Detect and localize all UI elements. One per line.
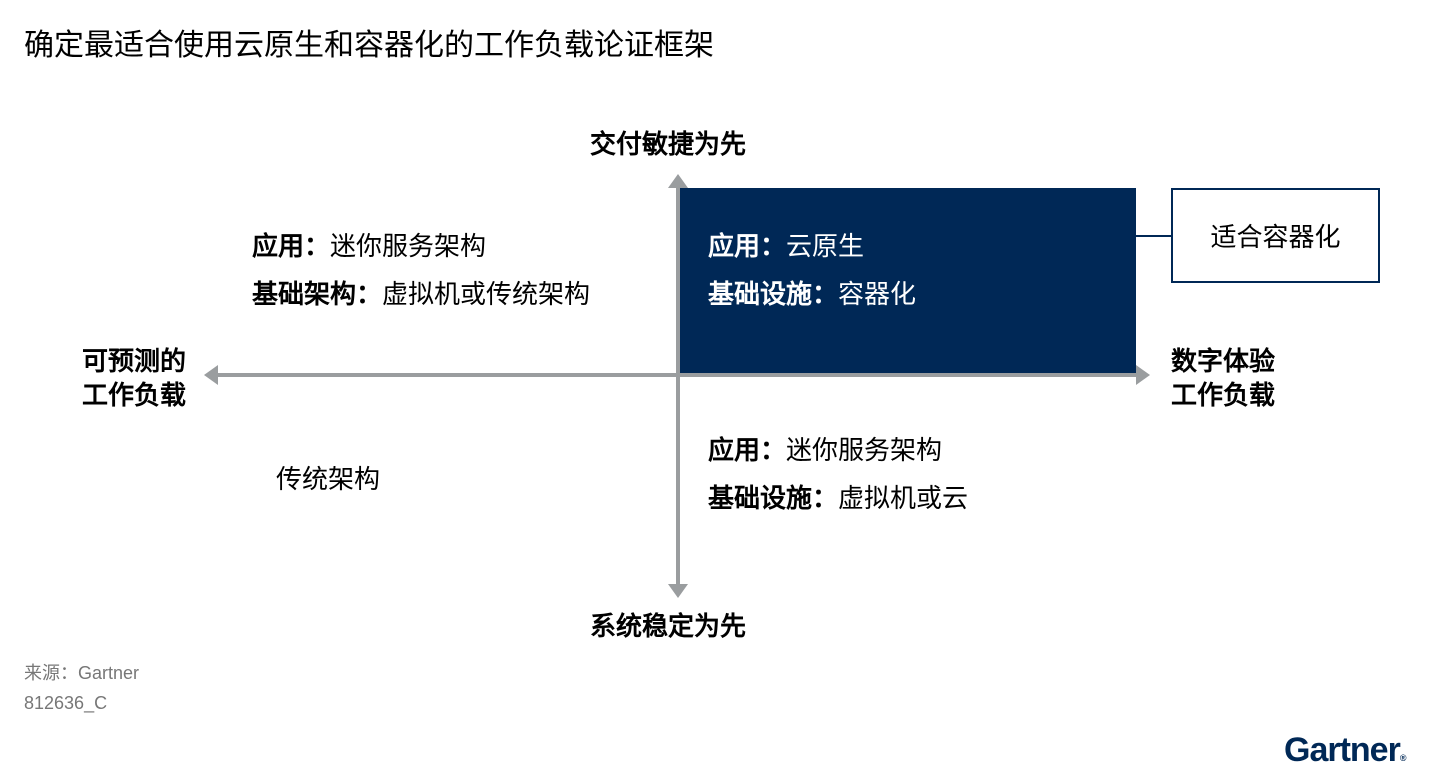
app-label: 应用： xyxy=(708,231,787,261)
axis-label-right: 数字体验 工作负载 xyxy=(1171,344,1275,412)
app-label: 应用： xyxy=(252,231,331,261)
infra-value: 虚拟机或云 xyxy=(838,483,969,513)
arrow-right-icon xyxy=(1136,365,1150,385)
infra-value: 虚拟机或传统架构 xyxy=(382,279,591,309)
axis-label-right-line1: 数字体验 xyxy=(1171,346,1276,376)
infra-label: 基础设施： xyxy=(708,483,839,513)
quadrant-bottom-right: 应用：迷你服务架构 基础设施：虚拟机或云 xyxy=(708,426,968,522)
quadrant-top-right: 应用：云原生 基础设施：容器化 xyxy=(708,222,916,318)
arrow-down-icon xyxy=(668,584,688,598)
callout-text: 适合容器化 xyxy=(1210,222,1341,252)
app-label: 应用： xyxy=(708,435,787,465)
highlight-quadrant xyxy=(678,188,1136,375)
axis-label-left: 可预测的 工作负载 xyxy=(82,344,186,412)
axis-label-right-line2: 工作负载 xyxy=(1171,380,1276,410)
app-value: 迷你服务架构 xyxy=(330,231,487,261)
arrow-up-icon xyxy=(668,174,688,188)
gartner-logo: Gartner® xyxy=(1284,731,1406,769)
arrow-left-icon xyxy=(204,365,218,385)
page-title: 确定最适合使用云原生和容器化的工作负载论证框架 xyxy=(24,29,714,62)
source-note: 来源：Gartner xyxy=(24,663,140,683)
logo-text: Gartner xyxy=(1284,731,1401,769)
infra-value: 容器化 xyxy=(838,279,917,309)
callout-box: 适合容器化 xyxy=(1171,188,1380,283)
axis-label-left-line1: 可预测的 xyxy=(82,346,187,376)
axis-label-top: 交付敏捷为先 xyxy=(590,129,747,159)
quadrant-top-left: 应用：迷你服务架构 基础架构：虚拟机或传统架构 xyxy=(252,222,590,318)
app-value: 云原生 xyxy=(786,231,865,261)
axis-label-left-line2: 工作负载 xyxy=(82,380,187,410)
app-value: 迷你服务架构 xyxy=(786,435,943,465)
infra-label: 基础架构： xyxy=(252,279,383,309)
figure-code: 812636_C xyxy=(24,693,108,713)
axis-label-bottom: 系统稳定为先 xyxy=(590,611,747,641)
infra-label: 基础设施： xyxy=(708,279,839,309)
quadrant-bottom-left: 传统架构 xyxy=(276,464,381,494)
